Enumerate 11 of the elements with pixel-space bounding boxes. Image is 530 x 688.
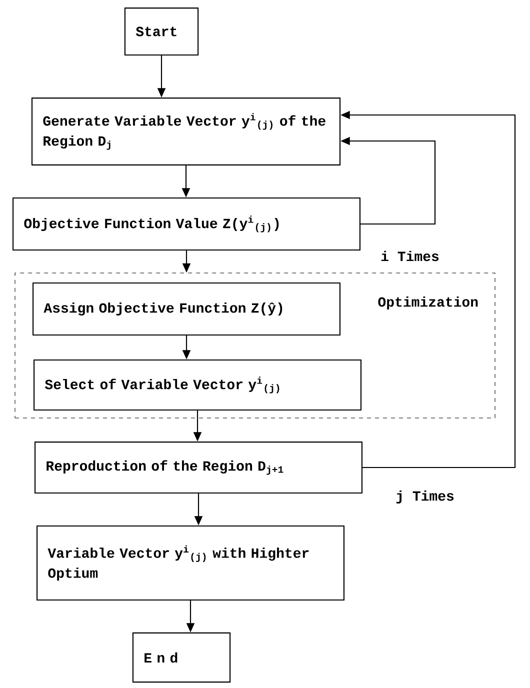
process-box: Start — [124, 8, 199, 56]
edge-label: i Times — [379, 250, 441, 262]
process-box: Select of Variable Vector y$^{i}$(j) — [34, 359, 362, 411]
edge-label: j Times — [394, 489, 456, 505]
process-box: Variable Vector y$^{i}$$_{(j)}$ with Highter Optium — [36, 525, 344, 601]
process-box: Assign Objective Function Z(ŷ) — [32, 282, 340, 336]
process-box: E n d — [132, 632, 231, 683]
process-box: Reproduction of the Region D$_{j+1}$ — [34, 442, 362, 494]
process-box: Generate Variable Vector y$^{i}$$_{(j)}$ of the Region D$_{j}$ — [31, 98, 341, 166]
process-box: Objective Function Value Z(y$^{i}$$_{(j)}$) — [12, 197, 360, 251]
group-label: Optimization — [378, 296, 478, 310]
